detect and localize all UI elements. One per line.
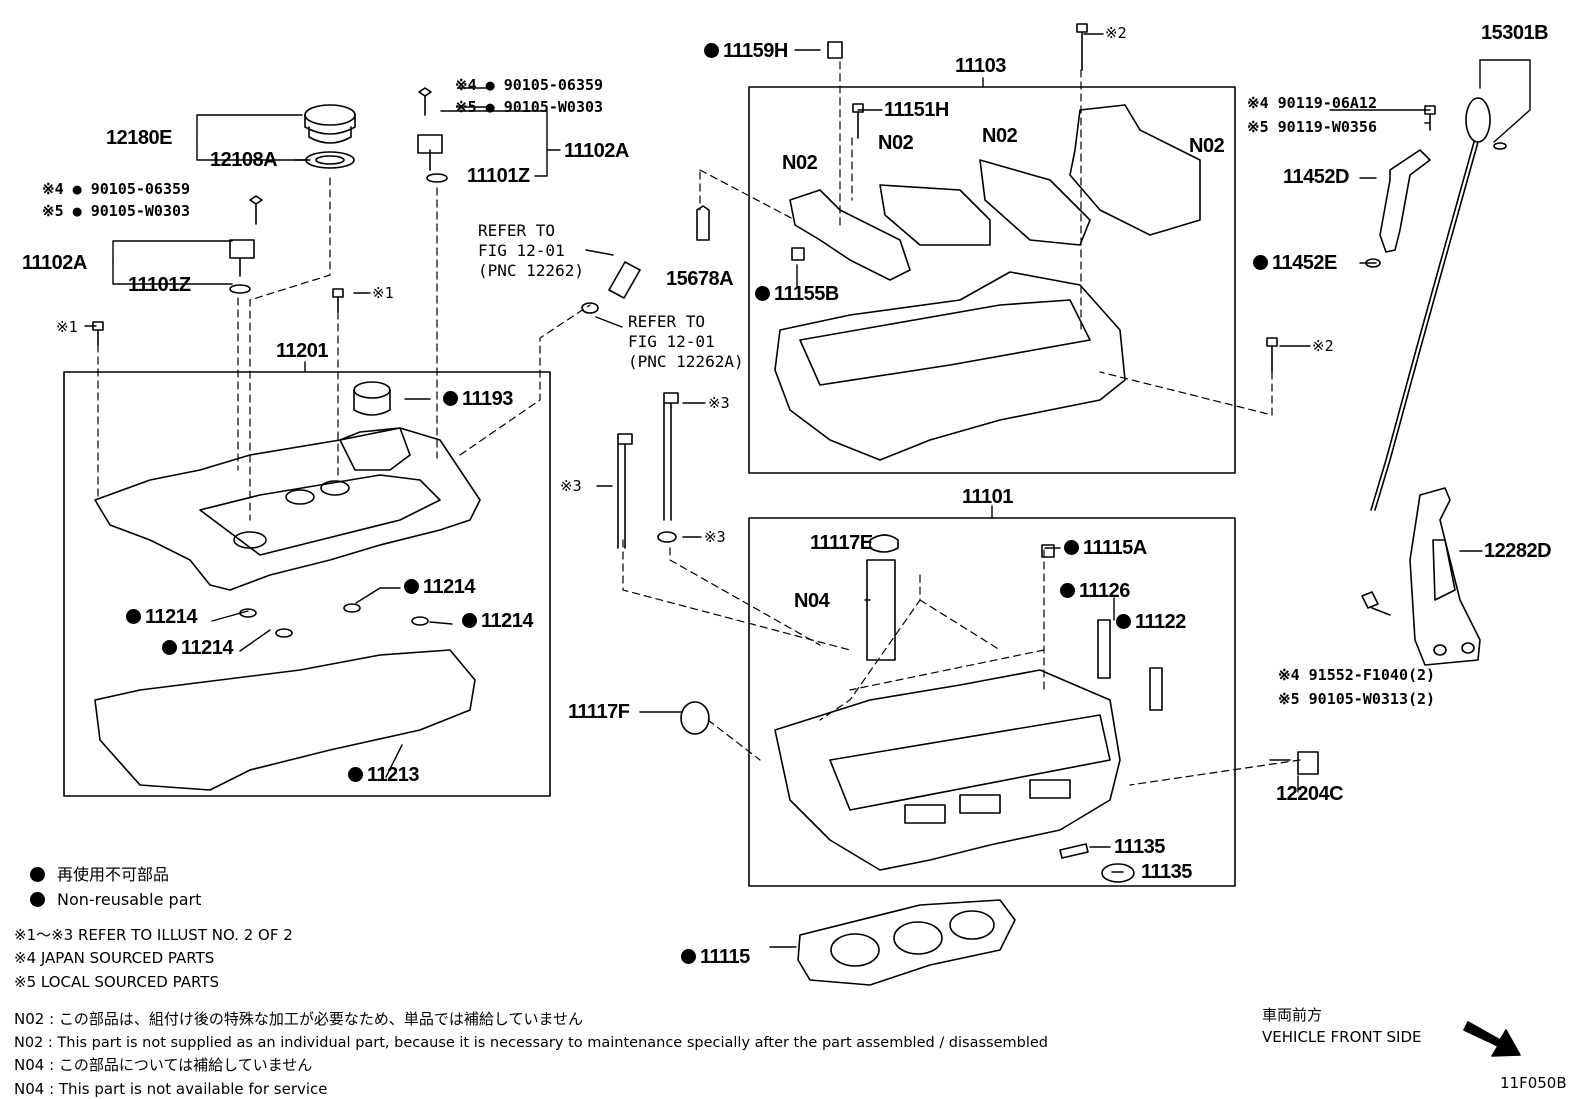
label-11101Z-top: 11101Z: [467, 165, 530, 187]
mark-ref-3-washer: ※3: [704, 528, 726, 546]
non-reusable-dot-icon: [30, 867, 45, 882]
bolt-right-local: ※5 90119-W0356: [1247, 118, 1377, 136]
dashed-lines: [97, 61, 1301, 786]
label-11214-a: 11214: [404, 576, 476, 598]
label-11126: 11126: [1060, 580, 1130, 602]
mark-ref-2-right: ※2: [1312, 337, 1334, 355]
label-11117F: 11117F: [568, 701, 630, 723]
footnote-n02-jp: N02 : この部品は、組付け後の特殊な加工が必要なため、単品では補給していませ…: [14, 1010, 584, 1028]
cylinder-head-drawing: [680, 534, 1319, 883]
label-N02-a: N02: [782, 152, 818, 174]
bolt-bottom-local: ※5 90105-W0313(2): [1278, 690, 1436, 708]
reference-fig-12262: REFER TO FIG 12-01 (PNC 12262): [478, 221, 584, 280]
label-11122: 11122: [1116, 611, 1186, 633]
valve-cover-box: [63, 371, 551, 797]
figure-id: 11F050B: [1500, 1074, 1567, 1092]
label-N02-b: N02: [878, 132, 914, 154]
label-11213: 11213: [348, 764, 420, 786]
valve-cover-drawing: [94, 381, 481, 591]
vehicle-front-jp: 車両前方: [1262, 1006, 1323, 1024]
label-11159H: 11159H: [704, 40, 788, 62]
label-11201: 11201: [276, 340, 329, 362]
label-11193: 11193: [443, 388, 513, 410]
mark-ref-1-center: ※1: [372, 284, 394, 302]
cam-sensors-drawing: [229, 87, 448, 294]
reference-fig-12262A: REFER TO FIG 12-01 (PNC 12262A): [628, 312, 744, 371]
bolt-top-japan: ※4 ● 90105-06359: [455, 76, 604, 94]
legend-non-reusable-en: Non-reusable part: [30, 890, 201, 910]
head-gasket-drawing: [797, 899, 1016, 986]
legend-note-japan: ※4 JAPAN SOURCED PARTS: [14, 949, 215, 967]
label-11102A-top: 11102A: [564, 140, 629, 162]
leader-lines: [84, 33, 1531, 948]
oil-level-gauge-drawing: [1365, 97, 1507, 511]
vehicle-front-arrow-icon: [1463, 1021, 1521, 1057]
bolts-drawing: [92, 23, 1436, 616]
footnote-n04-en: N04 : This part is not available for ser…: [14, 1080, 328, 1098]
label-N02-d: N02: [1189, 135, 1225, 157]
label-12204C: 12204C: [1276, 783, 1344, 805]
label-11101Z-left: 11101Z: [128, 274, 191, 296]
label-15301B: 15301B: [1481, 22, 1549, 44]
non-reusable-dot-icon: [30, 892, 45, 907]
mark-ref-3-top: ※3: [708, 394, 730, 412]
mark-ref-1-left: ※1: [56, 318, 78, 336]
bolt-top-local: ※5 ● 90105-W0303: [455, 98, 604, 116]
bolt-right-japan: ※4 90119-06A12: [1247, 94, 1377, 112]
legend-non-reusable-jp: 再使用不可部品: [30, 865, 169, 885]
oil-filler-cap-drawing: [304, 104, 356, 169]
label-12180E: 12180E: [106, 127, 172, 149]
label-11115A: 11115A: [1064, 537, 1147, 559]
mark-ref-2-top: ※2: [1105, 24, 1127, 42]
label-11102A-left: 11102A: [22, 252, 87, 274]
pcv-hose-drawing: [581, 261, 641, 314]
label-11115: 11115: [681, 946, 750, 968]
plug-gaskets-drawing: [239, 603, 429, 638]
label-11452E: 11452E: [1253, 252, 1337, 274]
label-15678A: 15678A: [666, 268, 734, 290]
bolt-left-local: ※5 ● 90105-W0303: [42, 202, 191, 220]
bolt-left-japan: ※4 ● 90105-06359: [42, 180, 191, 198]
legend-note-refer: ※1～※3 REFER TO ILLUST NO. 2 OF 2: [14, 926, 293, 944]
footnote-n04-jp: N04 : この部品については補給していません: [14, 1056, 313, 1074]
label-11214-d: 11214: [162, 637, 234, 659]
valve-cover-gasket-drawing: [94, 649, 476, 791]
label-11155B: 11155B: [755, 283, 839, 305]
label-12108A: 12108A: [210, 149, 278, 171]
label-11135-a: 11135: [1114, 836, 1165, 858]
legend-note-local: ※5 LOCAL SOURCED PARTS: [14, 973, 219, 991]
legend-en-text: Non-reusable part: [57, 890, 202, 909]
bolt-bottom-japan: ※4 91552-F1040(2): [1278, 666, 1436, 684]
label-11101: 11101: [962, 486, 1013, 508]
label-11135-b: 11135: [1141, 861, 1192, 883]
legend-jp-text: 再使用不可部品: [57, 865, 170, 884]
label-N02-c: N02: [982, 125, 1018, 147]
footnote-n02-en: N02 : This part is not supplied as an in…: [14, 1035, 1048, 1051]
gauge-bracket-drawing: [1409, 487, 1481, 666]
label-N04: N04: [794, 590, 830, 612]
label-11452D: 11452D: [1283, 166, 1349, 188]
label-11117E: 11117E: [810, 532, 873, 554]
label-11103: 11103: [955, 55, 1006, 77]
camshaft-housing-box: [748, 86, 1236, 474]
vehicle-front-en: VEHICLE FRONT SIDE: [1262, 1028, 1422, 1046]
label-12282D: 12282D: [1484, 540, 1552, 562]
label-11151H: 11151H: [884, 99, 949, 121]
label-11214-b: 11214: [126, 606, 198, 628]
label-11214-c: 11214: [462, 610, 534, 632]
mark-ref-3-left: ※3: [560, 477, 582, 495]
camshaft-housing-drawing: [696, 41, 1201, 461]
